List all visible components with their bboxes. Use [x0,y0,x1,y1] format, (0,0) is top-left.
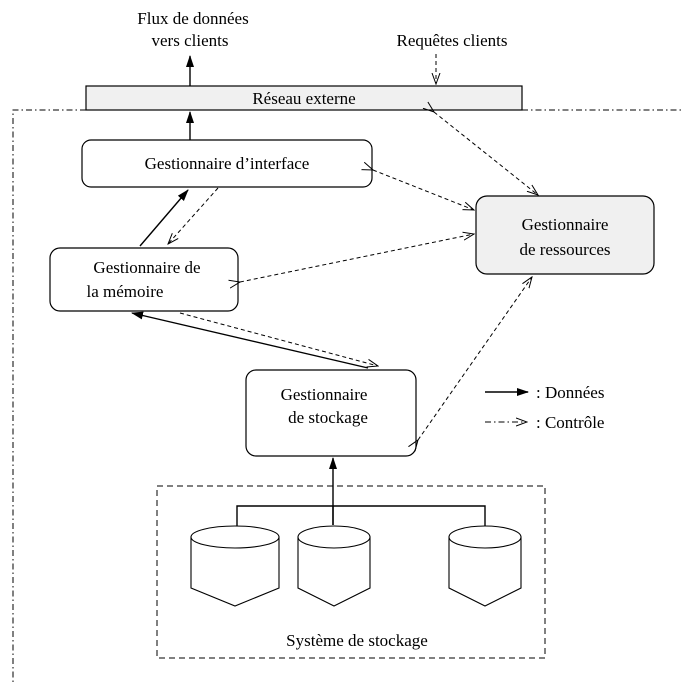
disk-icon-1 [190,525,280,607]
memory-manager-label-line2: la mémoire [87,282,164,301]
data-arrow-memory-to-interface [139,189,189,247]
storage-manager-label-line1: Gestionnaire [281,385,368,404]
interface-manager-label: Gestionnaire d’interface [145,154,310,173]
client-requests-label: Requêtes clients [397,31,508,50]
control-arrow-interface-resource [373,170,474,210]
data-arrow-storage-to-memory [131,311,369,369]
storage-system-label: Système de stockage [286,631,428,650]
disk-icon-2 [297,525,371,607]
data-flow-label-line2: vers clients [152,31,229,50]
resource-manager-label-line2: de ressources [519,240,610,259]
storage-manager-label-line2: de stockage [288,408,368,427]
storage-system-box [156,485,546,659]
control-arrow-storage-resource [418,277,532,440]
data-flow-label-line1: Flux de données [137,9,248,28]
external-network-label: Réseau externe [252,89,355,108]
control-arrow-network-resource [434,112,538,195]
control-arrow-memory-resource [240,234,474,282]
legend-data-label: : Données [536,383,604,402]
disk-icon-3 [448,525,522,607]
legend-control-label: : Contrôle [536,413,604,432]
disk-connector-tree [236,505,486,537]
resource-manager-label-line1: Gestionnaire [522,215,609,234]
control-arrow-interface-to-memory [168,187,219,244]
control-arrow-memory-to-storage [179,312,378,366]
memory-manager-label-line1: Gestionnaire de [93,258,200,277]
system-boundary [12,109,86,684]
resource-manager-node [475,195,655,275]
